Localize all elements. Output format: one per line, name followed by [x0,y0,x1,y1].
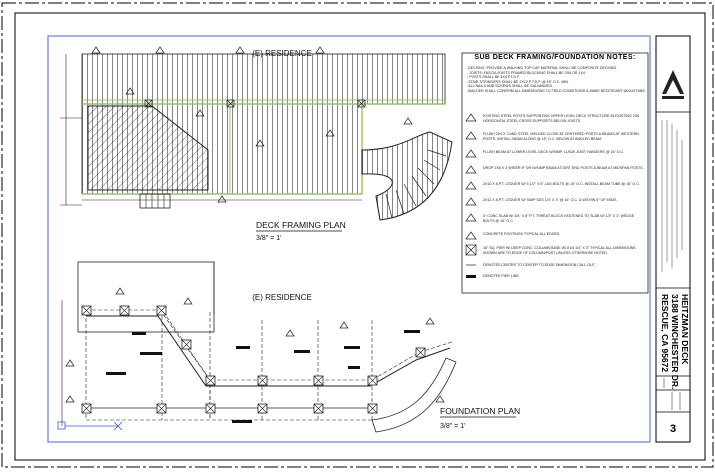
general-note: -ALL NAILS AND SCREWS SHALL BE GALVANIZE… [467,84,554,89]
deck-framing-plan-title: DECK FRAMING PLAN [256,220,346,230]
note-item-text: DROP 2X6 X 3 SHEER IF OR W/SIMP BEAM AT … [483,166,644,170]
note-item: 2X12 X 8 P.T. LEDGER W/ SIMP SDS 1/4" X … [463,198,647,216]
note-item: 16" SQ. PIER W/ DEEP CONC. COLUMN BASE W… [463,246,647,264]
general-note: - JOISTS: FASCIA JOISTS FRAMED BLOCKING … [467,70,586,75]
note-item-text: DENOTES CENTER TO CENTER TO EDGE DIMENSI… [483,263,596,267]
designer-logo [662,70,684,99]
note-item-text: 2X10 X 8 P.T. LEDGER W/ 5 1/2" X 6" LAG … [483,182,640,186]
general-note: -BUILDER SHALL CONFIRM ALL DIMENSIONS TO… [467,88,645,93]
notes-symbol-column [465,113,477,266]
note-item: DENOTES PIER LINE. [463,274,647,292]
deck-framing-plan-scale: 3/8" = 1' [256,235,281,242]
pier-line-symbol [466,275,476,278]
note-item-text: EXISTING STEEL POSTS SUPPORTING UPPER LE… [483,114,640,123]
project-street: 3188 WINCHESTER DR. [670,294,680,390]
note-item-text: CONCRETE FOOTINGS TYPICAL ALL EDGES. [483,232,561,236]
note-item-text: FLUSH 2X4 X 3 AND STEEL WELDED CLOSE AT … [483,132,639,141]
note-item: FLUSH BEAM AT LOWER LEVEL DECK W/SIMP. L… [463,150,647,168]
deck-framing-plan [60,46,453,221]
project-name: HEITZMAN DECK [680,294,690,365]
project-info: HEITZMAN DECK 3188 WINCHESTER DR. RESCUE… [660,294,690,389]
viewport-frame [47,35,651,443]
note-item-text: 4" CONC SLAB W/ 3/4" X 8" P.T. THREAT BL… [483,214,635,223]
project-city: RESCUE, CA 95672 [660,294,670,373]
general-note: - POSTS SHALL BE 4X4 P.T.D.F. [467,75,520,80]
notes-box [461,52,649,294]
title-block [655,35,691,443]
note-item-text: FLUSH BEAM AT LOWER LEVEL DECK W/SIMP. L… [483,150,625,154]
note-item-text: 2X12 X 8 P.T. LEDGER W/ SIMP SDS 1/4" X … [483,198,618,202]
note-item: EXISTING STEEL POSTS SUPPORTING UPPER LE… [463,114,647,132]
note-item: CONCRETE FOOTINGS TYPICAL ALL EDGES. [463,232,647,250]
note-item: 2X10 X 8 P.T. LEDGER W/ 5 1/2" X 6" LAG … [463,182,647,200]
foundation-plan [57,261,457,433]
sheet-inner-border [14,12,706,461]
general-note: -DECKING: PROVIDE A WALKING TOP CAP MATE… [467,66,618,70]
note-item: FLUSH 2X4 X 3 AND STEEL WELDED CLOSE AT … [463,132,647,150]
general-notes: -DECKING: PROVIDE A WALKING TOP CAP MATE… [467,66,645,94]
lower-residence-label: (E) RESIDENCE [252,293,312,302]
note-item: DROP 2X6 X 3 SHEER IF OR W/SIMP BEAM AT … [463,166,647,184]
note-item: DENOTES CENTER TO CENTER TO EDGE DIMENSI… [463,263,647,281]
notes-panel: SUB DECK FRAMING/FOUNDATION NOTES: -DECK… [463,54,647,294]
foundation-plan-scale: 3/8" = 1' [440,423,465,430]
sheet-number: 3 [669,423,677,435]
note-item-text: 16" SQ. PIER W/ DEEP CONC. COLUMN BASE W… [483,246,636,255]
note-item: 4" CONC SLAB W/ 3/4" X 8" P.T. THREAT BL… [463,214,647,232]
note-item-text: DENOTES PIER LINE. [483,274,520,278]
notes-title: SUB DECK FRAMING/FOUNDATION NOTES: [474,54,636,61]
foundation-plan-title: FOUNDATION PLAN [440,406,520,416]
upper-residence-label: (E) RESIDENCE [252,49,312,58]
general-note: -STAIR STRINGERS SHALL BE 2X12 P.T.D.F. … [467,79,569,84]
